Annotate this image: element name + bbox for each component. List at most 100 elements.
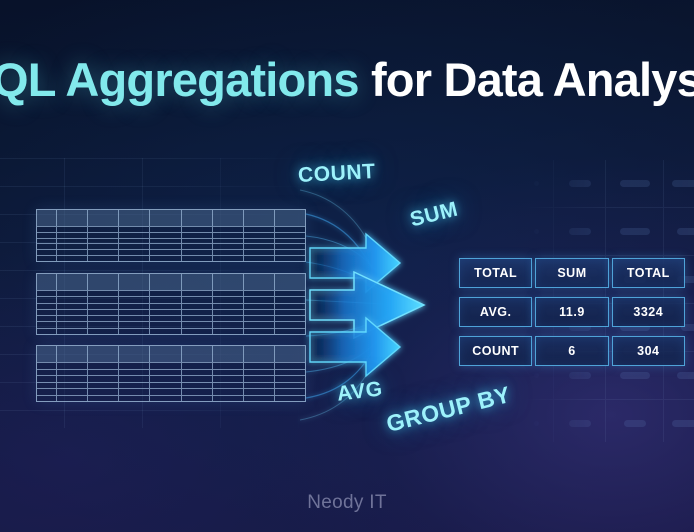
result-header-cell: SUM — [535, 258, 609, 288]
table-row — [37, 308, 305, 316]
table-row — [37, 226, 305, 232]
ghost-placeholder — [676, 228, 694, 235]
ghost-cell — [606, 304, 665, 351]
ghost-placeholder — [534, 325, 540, 330]
page-title: QL Aggregations for Data Analys — [0, 56, 694, 103]
arrow-right-icon-bottom — [309, 316, 402, 378]
table-row — [37, 290, 305, 297]
result-cell-label: AVG. — [459, 297, 533, 327]
source-header-cell — [182, 210, 213, 226]
table-row — [37, 296, 305, 303]
result-table: TOTAL SUM TOTAL AVG. 11.9 3324 COUNT 6 3… — [459, 258, 685, 366]
table-row — [37, 321, 305, 328]
source-table-2 — [36, 273, 306, 335]
result-table-row: AVG. 11.9 3324 — [459, 297, 685, 327]
ghost-cell — [606, 400, 665, 447]
ghost-cell — [664, 400, 694, 447]
source-header-cell — [150, 210, 182, 226]
table-row — [37, 394, 305, 401]
ghost-cell — [554, 400, 607, 447]
ghost-cell — [664, 256, 694, 303]
source-table-body — [37, 362, 305, 401]
source-header-cell — [37, 210, 57, 226]
table-row — [37, 243, 305, 250]
ghost-cell — [664, 352, 694, 399]
source-table-header-row — [37, 210, 305, 226]
ghost-cell — [554, 160, 607, 207]
source-table-header-row — [37, 274, 305, 290]
table-row — [37, 381, 305, 388]
table-row — [37, 368, 305, 375]
ghost-cell — [606, 352, 665, 399]
ghost-cell — [520, 352, 555, 399]
label-avg: AVG — [335, 377, 384, 406]
table-row — [37, 302, 305, 309]
ghost-cell — [606, 208, 665, 255]
table-row — [37, 375, 305, 382]
ghost-placeholder — [568, 372, 591, 379]
result-header-cell: TOTAL — [611, 258, 685, 288]
ghost-cell — [520, 208, 555, 255]
ghost-cell — [554, 208, 607, 255]
source-table-body — [37, 290, 305, 334]
source-header-cell — [244, 210, 275, 226]
ghost-cell — [520, 400, 555, 447]
result-cell-value: 11.9 — [535, 297, 609, 327]
ghost-row — [520, 352, 694, 400]
table-row — [37, 237, 305, 244]
ghost-placeholder — [568, 180, 591, 187]
ghost-cell — [520, 304, 555, 351]
ghost-cell — [664, 208, 694, 255]
result-cell-label: COUNT — [459, 336, 533, 366]
result-cell-value: 6 — [535, 336, 609, 366]
ghost-placeholder — [671, 180, 694, 187]
table-row — [37, 362, 305, 369]
source-header-cell — [88, 210, 120, 226]
ghost-placeholder — [534, 421, 540, 426]
arrow-right-icon-middle — [309, 270, 426, 340]
source-header-cell — [213, 210, 244, 226]
ghost-placeholder — [619, 372, 650, 379]
table-row — [37, 315, 305, 322]
background-grid-left — [0, 158, 316, 428]
ghost-placeholder — [623, 420, 646, 427]
table-row — [37, 249, 305, 256]
ghost-placeholder — [568, 420, 591, 427]
label-sum: SUM — [407, 197, 461, 232]
page-title-accent: QL Aggregations — [0, 53, 359, 106]
result-header-cell: TOTAL — [459, 258, 533, 288]
table-row — [37, 231, 305, 238]
arrow-right-icon-top — [309, 232, 402, 294]
ghost-row — [520, 400, 694, 448]
source-table-3 — [36, 345, 306, 402]
ghost-placeholder — [619, 180, 650, 187]
label-group-by: GROUP BY — [383, 381, 514, 438]
ghost-row — [520, 160, 694, 208]
ghost-placeholder — [671, 420, 694, 427]
result-cell-value: 3324 — [611, 297, 685, 327]
ghost-placeholder — [568, 228, 591, 235]
label-count: COUNT — [297, 159, 377, 188]
ghost-placeholder — [534, 373, 540, 378]
ghost-placeholder — [676, 276, 694, 283]
ghost-placeholder — [680, 324, 694, 331]
ghost-placeholder — [534, 181, 540, 186]
ghost-cell — [664, 160, 694, 207]
source-table-body — [37, 226, 305, 261]
ghost-placeholder — [534, 229, 540, 234]
ghost-placeholder — [568, 324, 591, 331]
source-header-cell — [57, 210, 89, 226]
page-title-rest: for Data Analys — [358, 53, 694, 106]
ghost-row — [520, 208, 694, 256]
table-row — [37, 327, 305, 334]
ghost-cell — [520, 160, 555, 207]
ghost-placeholder — [676, 372, 694, 379]
result-table-row: COUNT 6 304 — [459, 336, 685, 366]
ghost-placeholder — [619, 324, 650, 331]
ghost-placeholder — [619, 228, 650, 235]
source-table-1 — [36, 209, 306, 262]
source-header-cell — [275, 210, 305, 226]
ghost-cell — [554, 352, 607, 399]
ghost-cell — [554, 304, 607, 351]
